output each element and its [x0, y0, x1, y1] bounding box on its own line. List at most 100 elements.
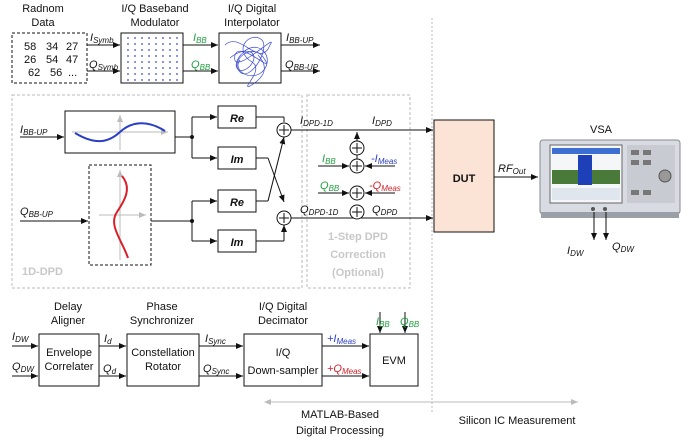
constellation-dot: [127, 67, 129, 69]
im-label-2: Im: [231, 237, 244, 249]
constellation-dot: [141, 49, 143, 51]
label-i-sync: ISync: [205, 333, 226, 346]
constellation-dot: [127, 73, 129, 75]
constellation-dot: [155, 55, 157, 57]
source-cell: 34: [46, 41, 58, 53]
constellation-dot: [141, 73, 143, 75]
label-q-dpd: QDPD: [372, 204, 398, 217]
constellation-dot: [134, 37, 136, 39]
envelope-correlater-block: [38, 333, 100, 387]
constellation-dot: [169, 49, 171, 51]
constellation-dot: [169, 73, 171, 75]
correction-region: [306, 94, 411, 289]
label-q-sync: QSync: [203, 363, 229, 376]
constellation-dot: [148, 55, 150, 57]
label-corr-qbb: QBB: [320, 180, 340, 193]
source-cell: 62: [28, 67, 40, 79]
constellation-dot: [155, 67, 157, 69]
decimator-title-line2: Decimator: [258, 315, 308, 327]
constellation-dot: [169, 37, 171, 39]
constellation-dot: [127, 79, 129, 81]
constellation-dot: [176, 37, 178, 39]
constellation-dot: [134, 55, 136, 57]
constellation-dot: [141, 43, 143, 45]
constellation-dot: [155, 73, 157, 75]
constellation-dot: [134, 73, 136, 75]
label-i-symb: ISymb: [90, 32, 114, 45]
vsa-instrument: [539, 139, 681, 218]
constellation-dot: [155, 79, 157, 81]
constellation-dot: [134, 61, 136, 63]
label-i-dpd-1d: IDPD-1D: [300, 115, 333, 128]
down-sampler-block: [243, 333, 323, 387]
interpolator-title-line2: Interpolator: [224, 17, 280, 29]
constellation-dot: [162, 43, 164, 45]
constellation-dot: [176, 61, 178, 63]
constellation-dot: [169, 67, 171, 69]
label-q-bb-up: QBB-UP: [285, 59, 319, 72]
dut-block: [433, 119, 495, 233]
constellation-dot: [141, 61, 143, 63]
constellation-dot: [176, 43, 178, 45]
constellation-dot: [155, 37, 157, 39]
constellation-dot: [127, 37, 129, 39]
constellation-dot: [155, 49, 157, 51]
decimator-title-line1: I/Q Digital: [259, 301, 307, 313]
source-cell: 54: [46, 54, 58, 66]
delay-title-line2: Aligner: [51, 315, 86, 327]
dpd-region: [11, 94, 303, 289]
constellation-dot: [169, 55, 171, 57]
modulator-title-line1: I/Q Baseband: [121, 3, 188, 15]
constellation-dot: [134, 79, 136, 81]
label-i-d: Id: [104, 333, 112, 346]
label-dpd-in-q: QBB-UP: [20, 206, 54, 219]
constellation-dot: [155, 43, 157, 45]
label-evm-ibb: IBB: [376, 316, 390, 329]
vsa-label: VSA: [590, 124, 613, 136]
label-i-dw: IDW: [567, 245, 585, 258]
constellation-dot: [176, 79, 178, 81]
wire-re2-cross: [267, 136, 286, 202]
constellation-dot: [141, 37, 143, 39]
constellation-dot: [169, 61, 171, 63]
phase-box-line2: Rotator: [145, 361, 181, 373]
interpolated-scribble: [224, 37, 272, 87]
constellation-dot: [176, 55, 178, 57]
source-cell: ...: [68, 67, 77, 79]
dpd-label: 1D-DPD: [22, 266, 63, 278]
constellation-dot: [176, 49, 178, 51]
delay-box-line2: Correlater: [45, 361, 94, 373]
label-rf-out: RFOut: [498, 163, 526, 176]
constellation-dot: [162, 37, 164, 39]
label-q-d: Qd: [103, 363, 117, 376]
constellation-dot: [127, 43, 129, 45]
constellation-dot: [134, 49, 136, 51]
modulator-box: [120, 32, 184, 84]
q-curve: [113, 175, 129, 259]
label-q-dw: QDW: [612, 241, 635, 254]
modulator-title-line2: Modulator: [131, 17, 180, 29]
constellation-dot: [148, 73, 150, 75]
i-curve: [74, 122, 166, 143]
delay-title-line1: Delay: [54, 301, 83, 313]
constellation-rotator-block: [126, 333, 200, 387]
interpolator-box: [218, 32, 282, 84]
delay-box-line1: Envelope: [46, 347, 92, 359]
constellation-dot: [169, 79, 171, 81]
label-i-dpd: IDPD: [372, 115, 392, 128]
constellation-dot: [162, 73, 164, 75]
constellation-dot: [148, 79, 150, 81]
re-label-1: Re: [230, 113, 244, 125]
constellation-dot: [134, 67, 136, 69]
label-q-meas: +QMeas: [327, 363, 362, 376]
source-cell: 26: [24, 54, 36, 66]
constellation-dot: [127, 61, 129, 63]
constellation-dot: [176, 73, 178, 75]
phase-title-line2: Synchronizer: [130, 315, 195, 327]
constellation-dot: [134, 43, 136, 45]
label-i-bb: IBB: [193, 32, 207, 45]
constellation-dot: [141, 79, 143, 81]
label-i-meas: +IMeas: [327, 333, 356, 346]
constellation-dot: [162, 79, 164, 81]
